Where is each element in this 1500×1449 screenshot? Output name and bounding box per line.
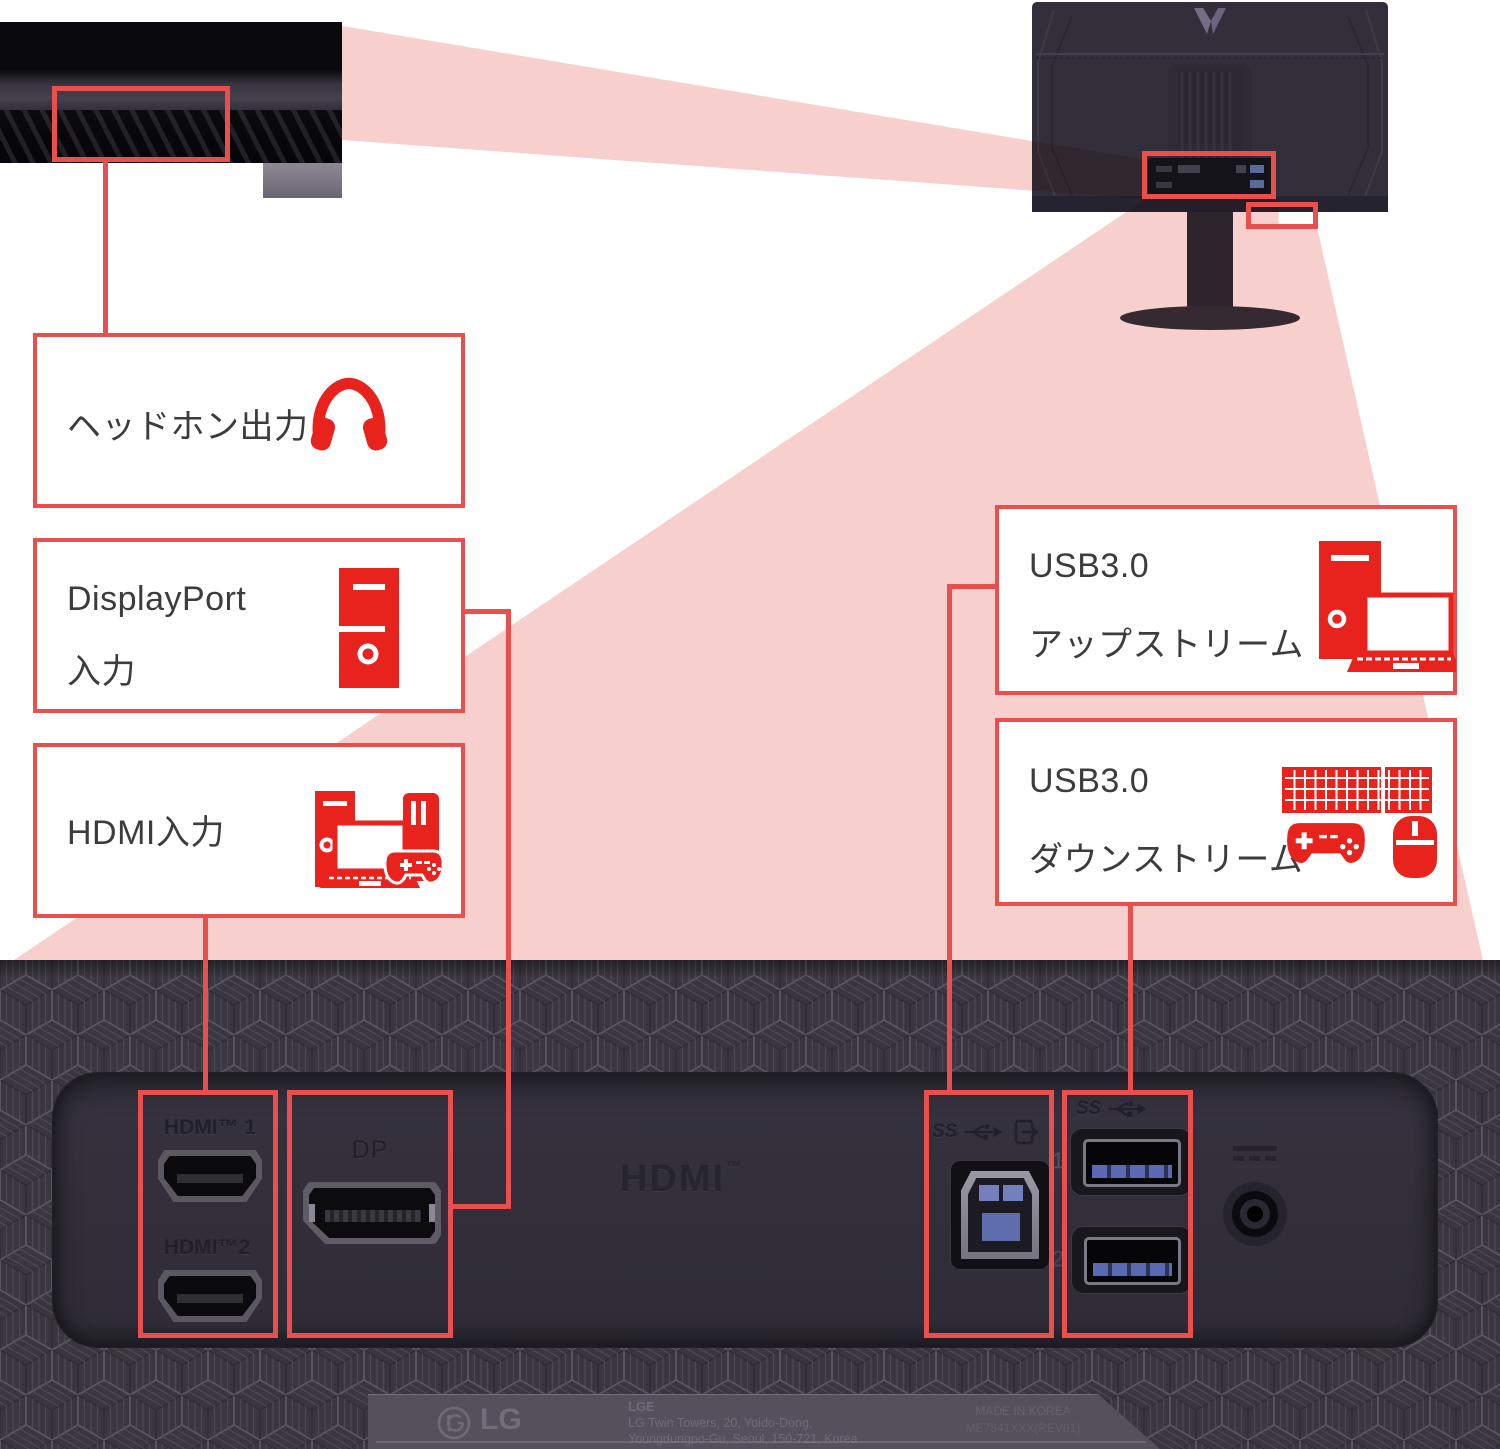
mouse-icon [1393, 816, 1437, 878]
keyboard-icon [1282, 767, 1432, 813]
connector-headphone [103, 162, 108, 334]
usb-upstream-label-line2: アップストリーム [1029, 626, 1304, 664]
callout-usb-upstream: USB3.0 アップストリーム [995, 505, 1457, 695]
connector-usb-up-h [951, 584, 995, 589]
displayport-label-line1: DisplayPort [67, 580, 247, 618]
usb-port1-number: 1 [1052, 1148, 1065, 1173]
usb-downstream-label-line1: USB3.0 [1029, 762, 1150, 800]
plate-address-1: LG Twin Towers, 20, Yoido-Dong, [628, 1416, 813, 1430]
monitor-foot [263, 163, 342, 198]
usb-port2-number: 2 [1052, 1246, 1065, 1271]
monitor-stand-base [1120, 306, 1300, 330]
dp-port [303, 1182, 441, 1244]
dc-power-icon [1233, 1146, 1277, 1162]
usb-b-marking: SS [932, 1118, 1041, 1146]
power-jack [1223, 1182, 1287, 1246]
connector-dp-v [506, 609, 511, 1209]
usb-a-marking: SS [1076, 1096, 1150, 1122]
hdmi-logo: HDMI™ [620, 1158, 743, 1200]
connector-usb-up-v [947, 584, 952, 1094]
ultragear-logo-icon [1194, 8, 1226, 34]
monitor-ports-highlight-rect [1142, 151, 1276, 199]
hdmi-label: HDMI入力 [67, 814, 225, 852]
monitor-lower-highlight-rect [1246, 202, 1318, 229]
regulatory-plate: LG LGE LG Twin Towers, 20, Yoido-Dong, Y… [368, 1394, 1160, 1449]
photo-highlight-rect [52, 86, 230, 162]
hdmi-ports-highlight-rect [138, 1090, 278, 1338]
displayport-label-line2: 入力 [67, 653, 136, 691]
plate-divider [376, 1441, 1146, 1443]
monitor-stand-column [1187, 212, 1233, 316]
hdmi2-port [158, 1270, 262, 1322]
hdmi1-port [158, 1150, 262, 1202]
upstream-icon [1015, 1119, 1040, 1145]
io-panel-photo: HDMI™ 1 HDMI™2 DP HDMI™ SS [0, 960, 1500, 1449]
hdmi2-port-label: HDMI™2 [163, 1236, 251, 1259]
plate-company: LGE [628, 1399, 655, 1414]
port-recess [52, 1072, 1438, 1348]
laptop-icon [1347, 592, 1456, 672]
usb-a-ss-label: SS [1076, 1098, 1102, 1119]
usb-a-port-2 [1071, 1226, 1192, 1294]
panel-top-shadow [0, 960, 1500, 978]
lg-logo-icon [437, 1406, 471, 1440]
origin-block: MADE IN KOREA ME7841XXX(REV01) [948, 1403, 1098, 1437]
hdmi1-port-label: HDMI™ 1 [163, 1116, 257, 1139]
usb-upstream-label-line1: USB3.0 [1029, 547, 1150, 585]
connector-dp-h1 [465, 609, 511, 614]
usb-a-port-1 [1070, 1128, 1192, 1196]
monitor-port-recess [1148, 158, 1274, 198]
usb-b-ss-label: SS [932, 1121, 958, 1142]
usb-trident-icon [964, 1124, 1003, 1140]
connector-usb-down [1128, 906, 1133, 1094]
model-code: ME7841XXX(REV01) [965, 1421, 1081, 1435]
headphone-label: ヘッドホン出力 [67, 408, 309, 446]
plate-address-2: Youngdungpo-Gu, Seoul, 150-721, Korea [628, 1432, 858, 1446]
dp-port-highlight-rect [287, 1090, 453, 1338]
usb-downstream-label-line2: ダウンストリーム [1029, 841, 1304, 879]
usb-a-highlight-rect [1062, 1090, 1193, 1338]
connector-hdmi [203, 918, 208, 1094]
callout-usb-downstream: USB3.0 ダウンストリーム [995, 718, 1457, 906]
usb-b-highlight-rect [924, 1090, 1054, 1338]
callout-headphone: ヘッドホン出力 [33, 333, 465, 508]
usb-upstream-icons [1319, 541, 1456, 672]
dp-port-label: DP [351, 1136, 389, 1164]
connector-dp-h2 [452, 1204, 511, 1209]
usb-b-port [950, 1160, 1050, 1270]
callout-hdmi: HDMI入力 [33, 743, 465, 918]
vent-slats [0, 110, 342, 163]
monitor-edge-photo [0, 22, 342, 163]
made-in-korea: MADE IN KOREA [975, 1404, 1071, 1418]
gamepad-icon [1287, 823, 1365, 864]
headphones-icon [310, 377, 388, 451]
lg-logo-text: LG [480, 1403, 522, 1436]
pc-tower-icon [337, 568, 399, 688]
callout-displayport: DisplayPort 入力 [33, 538, 465, 713]
hdmi-devices-icons [315, 791, 445, 888]
usb-trident-icon [1108, 1101, 1147, 1117]
address-block: LGE LG Twin Towers, 20, Yoido-Dong, Youn… [628, 1399, 858, 1447]
